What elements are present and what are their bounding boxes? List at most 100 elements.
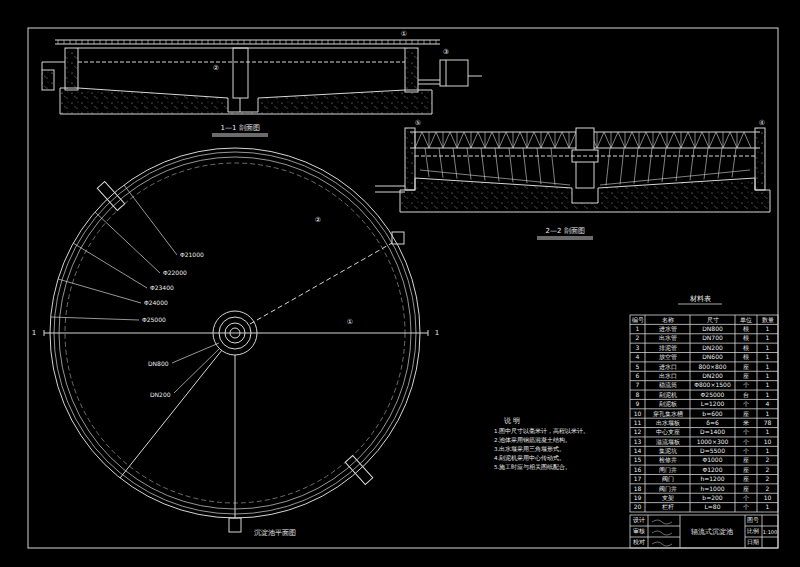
table-cell: 17 bbox=[634, 476, 642, 482]
table-cell: 座 bbox=[743, 467, 749, 473]
table-cell: δ=6 bbox=[706, 420, 719, 426]
table-cell: 800×800 bbox=[699, 364, 727, 370]
material-table-part-part bbox=[630, 465, 778, 466]
table-cell: 9 bbox=[636, 401, 640, 407]
section-2-2-part-part bbox=[457, 132, 458, 148]
table-header: 单位 bbox=[740, 317, 752, 323]
section-1-1-part-part bbox=[436, 40, 437, 44]
section-1-1-part-part bbox=[292, 40, 293, 44]
dimension: Φ24000 bbox=[144, 300, 168, 306]
table-header: 名称 bbox=[662, 317, 674, 323]
material-table-part-part bbox=[630, 399, 778, 400]
table-cell: 出水口 bbox=[659, 373, 677, 379]
title-block-field: 审核 bbox=[633, 529, 645, 535]
table-cell: DN700 bbox=[702, 335, 723, 341]
section-2-2-part-part bbox=[541, 132, 555, 148]
callout-number: ⑤ bbox=[415, 120, 421, 127]
table-cell: 座 bbox=[743, 457, 749, 463]
table-cell: Φ25000 bbox=[701, 392, 725, 398]
material-table-part bbox=[630, 315, 778, 512]
section-1-1-part-part bbox=[352, 40, 353, 44]
section-2-2-part-part bbox=[551, 148, 555, 185]
section-1-1-part-part bbox=[208, 40, 209, 44]
section-1-1-part-part bbox=[82, 40, 83, 44]
clarifier-plan-part bbox=[345, 456, 373, 485]
dimension: Φ25000 bbox=[142, 317, 166, 323]
table-cell: 个 bbox=[743, 401, 749, 407]
title-block-field: 比例 bbox=[747, 529, 759, 535]
section-2-2-part-part bbox=[513, 132, 514, 148]
table-cell: 出水管 bbox=[659, 335, 677, 341]
section-2-2-part bbox=[405, 128, 415, 190]
table-cell: 稳流筒 bbox=[659, 382, 677, 388]
section-1-1-part-part bbox=[400, 40, 401, 44]
section-1-1-part-part bbox=[430, 40, 431, 44]
material-table-part-part bbox=[630, 436, 778, 437]
material-table-part-part bbox=[630, 371, 778, 372]
section-1-1-part-part bbox=[196, 40, 197, 44]
table-cell: 1 bbox=[766, 373, 770, 379]
section-1-1-part bbox=[42, 70, 54, 90]
table-cell: 14 bbox=[634, 448, 642, 454]
section-1-1-part-part bbox=[232, 40, 233, 44]
section-1-1-part-part bbox=[130, 40, 131, 44]
section-1-1-part-part bbox=[376, 40, 377, 44]
section-2-2-part-part bbox=[667, 132, 681, 148]
table-cell: 检修井 bbox=[659, 457, 677, 463]
table-cell: L=80 bbox=[704, 504, 720, 510]
section-1-1-part-part bbox=[220, 40, 221, 44]
table-cell: 15 bbox=[634, 457, 642, 463]
section-1-1 bbox=[42, 40, 482, 136]
section-1-1-part-part bbox=[172, 40, 173, 44]
section-2-2-part-part bbox=[597, 132, 611, 148]
section-2-2-part-part bbox=[639, 132, 653, 148]
table-cell: 1 bbox=[766, 335, 770, 341]
section-1-1-part-part bbox=[190, 40, 191, 44]
table-cell: h=1000 bbox=[700, 486, 724, 492]
table-cell: h=1200 bbox=[700, 476, 724, 482]
section-2-2-part-part bbox=[667, 132, 668, 148]
table-cell: 进水口 bbox=[659, 364, 677, 370]
material-table-part bbox=[630, 315, 778, 512]
table-cell: 座 bbox=[743, 486, 749, 492]
view-title: 沉淀池平面图 bbox=[254, 530, 296, 537]
section-1-1-part bbox=[418, 60, 482, 86]
title-block-field: 校对 bbox=[633, 540, 645, 546]
table-cell: 3 bbox=[636, 345, 640, 351]
section-1-1-part-part bbox=[298, 40, 299, 44]
material-table-part-part bbox=[630, 446, 778, 447]
section-2-2-part-part bbox=[723, 132, 724, 148]
section-1-1-part-part bbox=[58, 40, 59, 44]
section-2-2-part-part bbox=[690, 148, 694, 180]
callout-number: ① bbox=[347, 319, 353, 326]
table-cell: 2 bbox=[766, 467, 770, 473]
note-line: 4.刮泥机采用中心传动式。 bbox=[494, 456, 565, 462]
table-cell: 中心支座 bbox=[656, 429, 680, 435]
section-2-2-part-part bbox=[443, 132, 457, 148]
table-cell: 支架 bbox=[662, 495, 674, 501]
table-cell: 放空管 bbox=[659, 354, 677, 360]
section-2-2-part-part bbox=[662, 148, 666, 182]
section-1-1-part-part bbox=[160, 40, 161, 44]
table-cell: 出水堰板 bbox=[656, 420, 680, 426]
section-1-1-part-part bbox=[88, 40, 89, 44]
material-table-part-part bbox=[630, 343, 778, 344]
section-2-2-part-part bbox=[555, 132, 569, 148]
section-1-1-part bbox=[42, 62, 65, 70]
section-2-2-part-part bbox=[709, 132, 723, 148]
callout-number: ② bbox=[213, 65, 219, 72]
section-1-1-part-part bbox=[76, 40, 77, 44]
section-2-2-part-part bbox=[439, 148, 443, 178]
table-cell: 1000×300 bbox=[697, 439, 729, 445]
sheet-frame bbox=[28, 28, 778, 548]
clarifier-plan-part bbox=[229, 518, 241, 532]
table-cell: 4 bbox=[636, 354, 640, 360]
note-line: 1.图中尺寸以毫米计，高程以米计。 bbox=[494, 429, 589, 435]
table-cell: 2 bbox=[766, 486, 770, 492]
pipe-size: DN200 bbox=[150, 392, 171, 398]
table-cell: 18 bbox=[634, 486, 642, 492]
section-1-1-part-part bbox=[100, 40, 101, 44]
section-1-1-part-part bbox=[136, 40, 137, 44]
table-header: 尺寸 bbox=[707, 317, 719, 323]
section-2-2-part-part bbox=[737, 132, 738, 148]
